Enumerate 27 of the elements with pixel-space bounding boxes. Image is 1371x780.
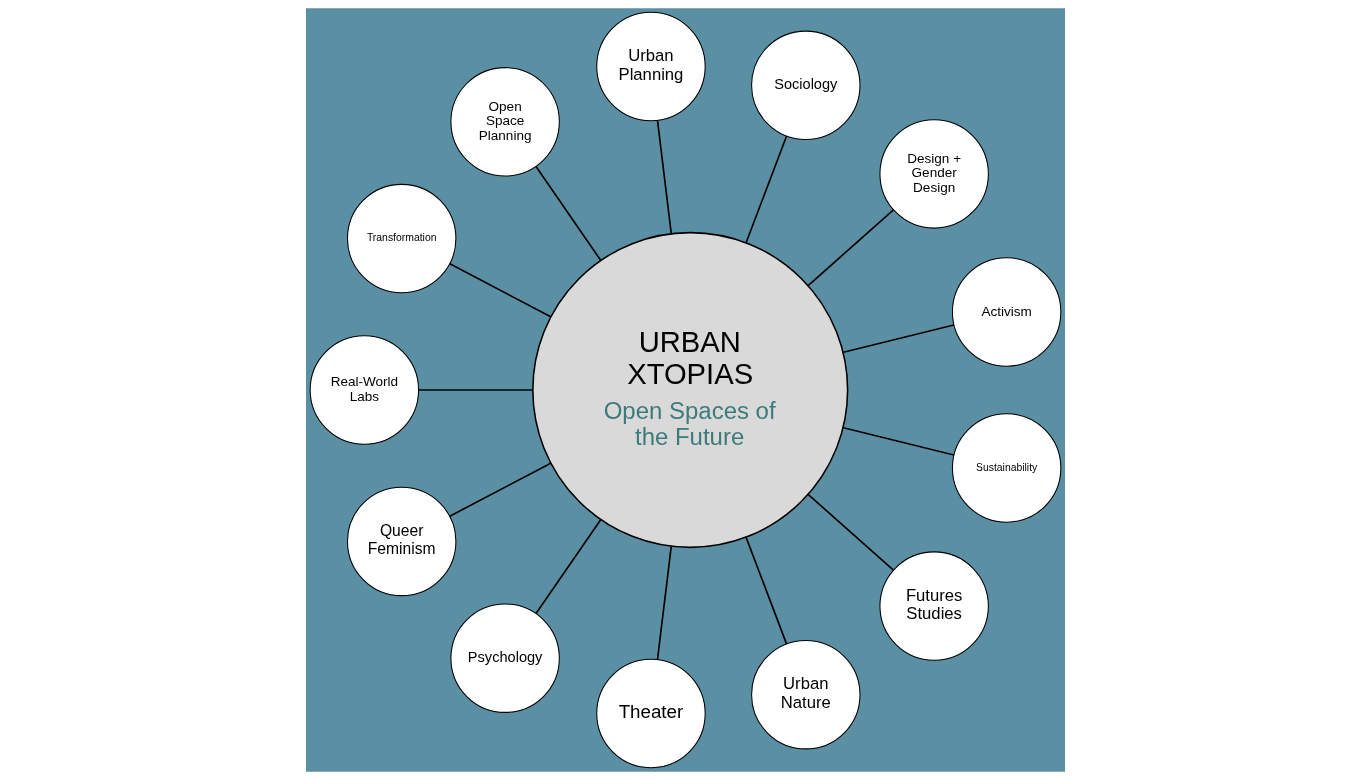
- connector: [535, 165, 602, 262]
- connector: [449, 263, 552, 318]
- node-circle: Open Space Planning: [450, 67, 560, 177]
- node-circle: Psychology: [450, 603, 560, 713]
- connector: [535, 518, 602, 615]
- connector: [807, 493, 895, 571]
- node-circle: URBAN XTOPIAS Open Spaces of the Future: [532, 231, 849, 549]
- node-circle: Real-World Labs: [309, 335, 420, 445]
- node-circle: Transformation: [346, 183, 457, 294]
- node-circle: Urban Nature: [751, 639, 861, 750]
- connector: [656, 545, 673, 661]
- node-circle: Sustainability: [951, 413, 1062, 523]
- node-circle: Sociology: [751, 30, 861, 141]
- connector: [842, 426, 955, 456]
- connector: [842, 324, 955, 354]
- node-circle: Queer Feminism: [346, 486, 457, 597]
- node-circle: Futures Studies: [879, 551, 989, 661]
- connector: [656, 119, 673, 235]
- node-circle: Theater: [596, 658, 706, 769]
- connector: [745, 536, 788, 645]
- node-circle: Design + Gender Design: [879, 119, 989, 229]
- connector: [745, 135, 788, 244]
- connector: [417, 389, 534, 391]
- connector: [807, 209, 895, 287]
- node-circle: Activism: [951, 257, 1062, 367]
- connector: [449, 462, 552, 517]
- node-circle: Urban Planning: [596, 11, 706, 122]
